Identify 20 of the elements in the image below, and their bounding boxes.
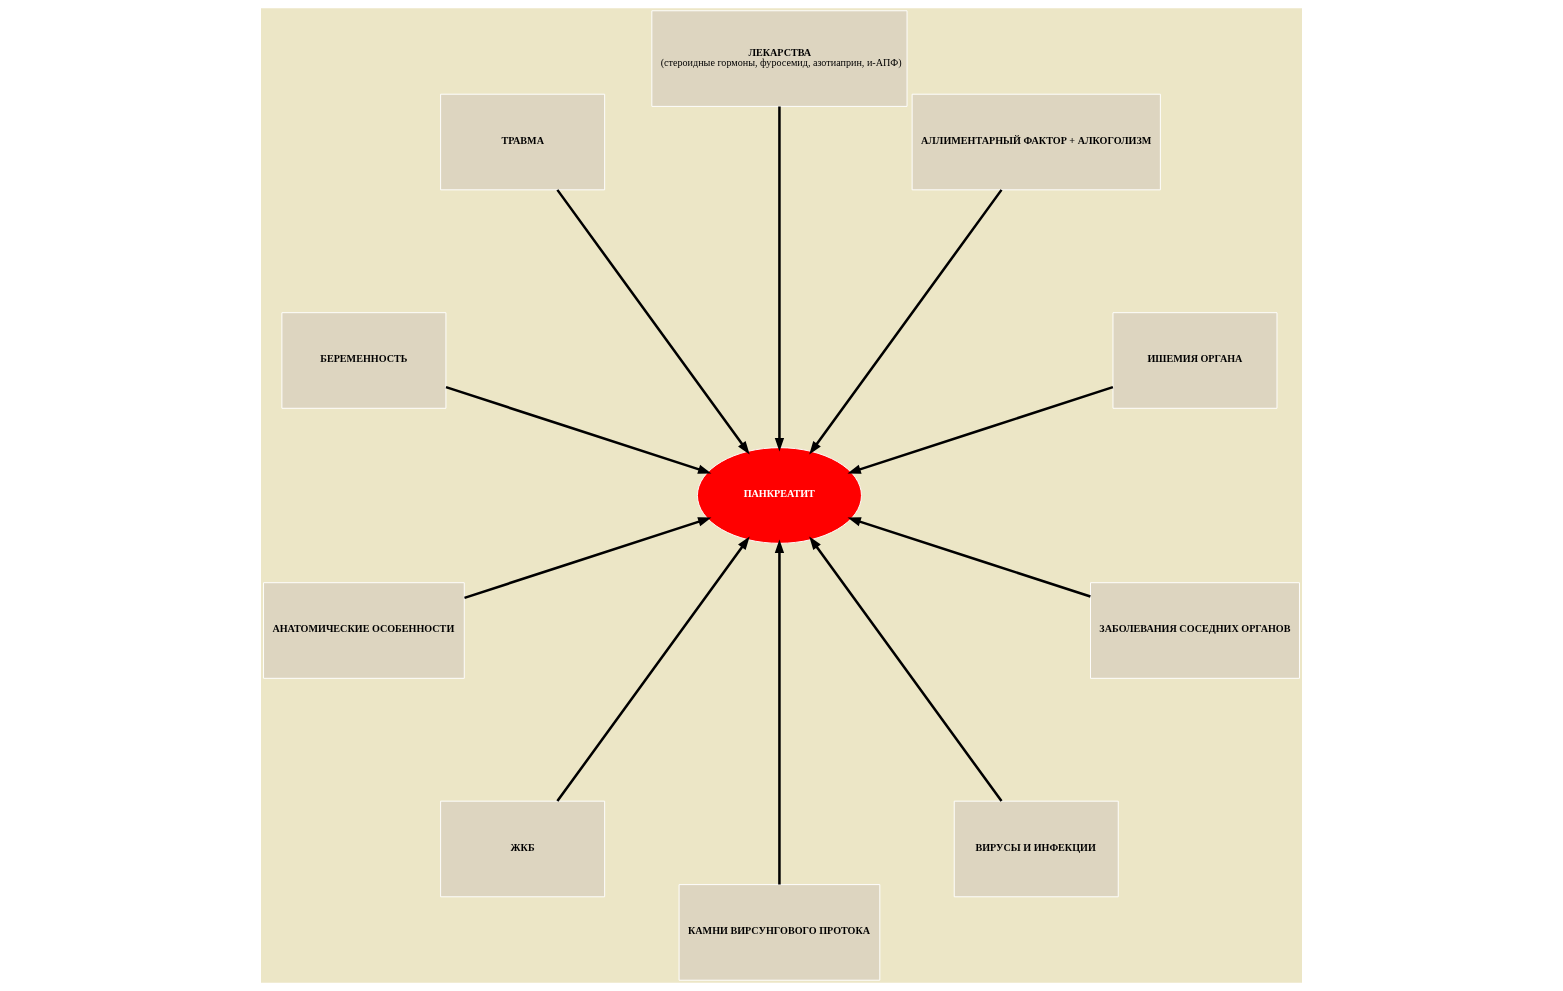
arrow	[464, 517, 712, 600]
arrow	[809, 536, 1003, 802]
arrow	[556, 536, 750, 802]
node-box: БЕРЕМЕННОСТЬ	[281, 312, 447, 409]
arrow	[847, 517, 1091, 598]
arrow	[556, 189, 750, 455]
node-box: ЛЕКАРСТВА (стероидные гормоны, фуросемид, азотиаприн, и-АПФ)	[651, 10, 908, 107]
node-box: ЖКБ	[440, 800, 606, 898]
arrow	[774, 539, 785, 885]
arrow	[809, 189, 1003, 455]
node-box: ЗАБОЛЕВАНИЯ СОСЕДНИХ ОРГАНОВ	[1090, 582, 1300, 679]
node-box: АНАТОМИЧЕСКИЕ ОСОБЕННОСТИ	[263, 582, 465, 679]
node-box: ВИРУСЫ И ИНФЕКЦИИ	[953, 800, 1119, 898]
arrow	[847, 385, 1114, 474]
node-box: АЛЛИМЕНТАРНЫЙ ФАКТОР + АЛКОГОЛИЗМ	[911, 93, 1161, 191]
node-box: ИШЕМИЯ ОРГАНА	[1112, 312, 1278, 409]
node-box: ТРАВМА	[440, 93, 606, 191]
arrow	[774, 106, 785, 452]
arrow	[445, 385, 712, 474]
node-box: КАМНИ ВИРСУНГОВОГО ПРОТОКА	[678, 884, 881, 981]
